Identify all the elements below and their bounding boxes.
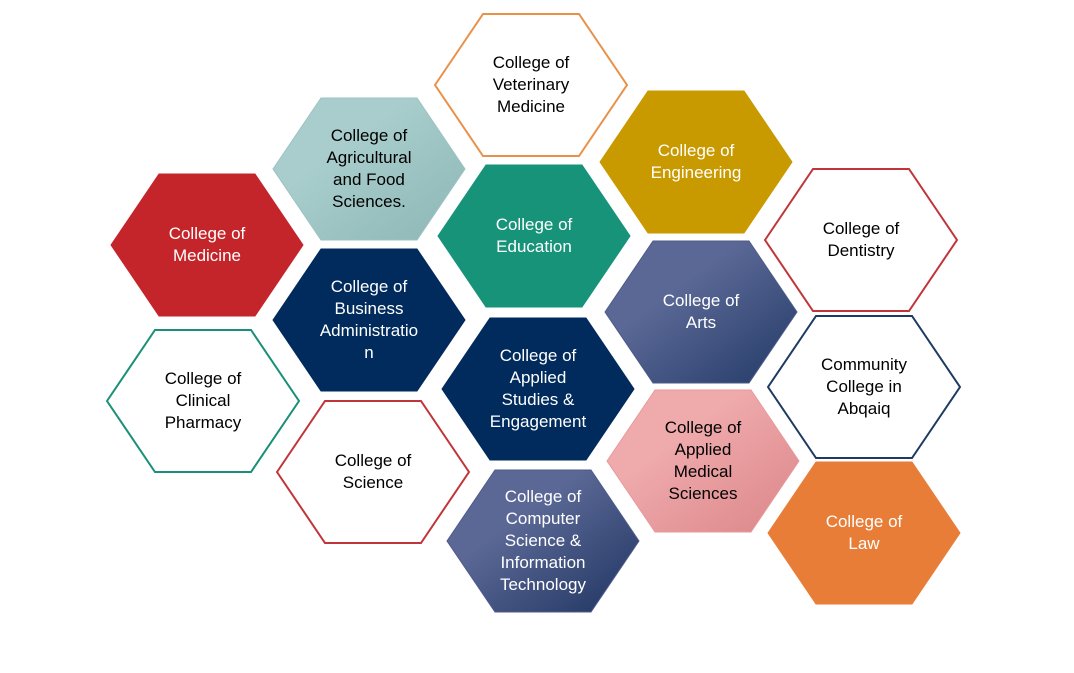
hexagon-agriculture — [272, 97, 466, 241]
hexagon-business — [272, 248, 466, 392]
hexagon-education — [437, 164, 631, 308]
hexagon-veterinary — [433, 13, 629, 157]
hexagon-clinical-pharmacy — [105, 329, 301, 473]
hexagon-arts — [604, 240, 798, 384]
hexagon-community — [766, 315, 962, 459]
hexagon-law — [767, 461, 961, 605]
hexagon-engineering — [599, 90, 793, 234]
hexagon-applied-studies — [441, 317, 635, 461]
hexagon-science — [275, 400, 471, 544]
hexagon-dentistry — [763, 168, 959, 312]
hexagon-applied-medical — [606, 389, 800, 533]
hexagon-computer-science — [446, 469, 640, 613]
hexagon-medicine — [110, 173, 304, 317]
